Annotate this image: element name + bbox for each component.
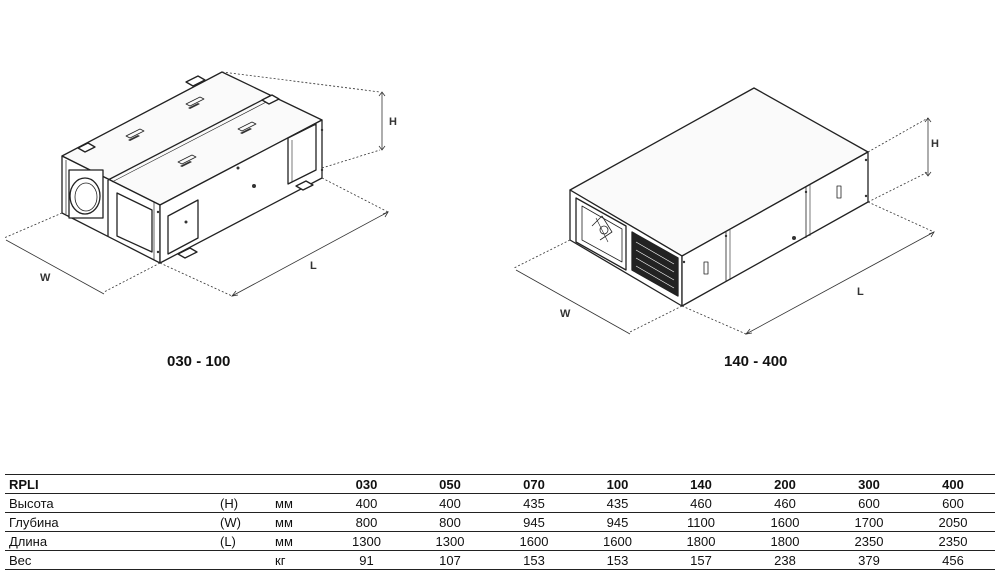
table-cell: 238 <box>743 550 827 570</box>
table-cell: 2350 <box>911 531 995 551</box>
table-cell: 600 <box>911 493 995 513</box>
table-cell: 945 <box>492 512 576 532</box>
table-cell: 945 <box>576 512 659 532</box>
dimensions-table: RPLI 030 050 070 100 140 200 300 400 Выс… <box>5 474 995 570</box>
table-cell: 800 <box>408 512 492 532</box>
table-cell: 1300 <box>408 531 492 551</box>
table-cell: 456 <box>911 550 995 570</box>
table-cell: 2050 <box>911 512 995 532</box>
table-cell: 91 <box>325 550 408 570</box>
table-cell: 460 <box>659 493 743 513</box>
table-cell: 153 <box>492 550 576 570</box>
table-cell: 400 <box>325 493 408 513</box>
row-label: Глубина <box>5 512 210 532</box>
row-code <box>210 550 265 570</box>
caption-small-units: 030 - 100 <box>167 353 231 370</box>
table-cell: 1600 <box>492 531 576 551</box>
dim-label-l-right: L <box>857 286 864 298</box>
row-code: (W) <box>210 512 265 532</box>
table-cell: 1800 <box>743 531 827 551</box>
dim-label-l-left: L <box>310 260 317 272</box>
row-label: Вес <box>5 550 210 570</box>
row-label: Длина <box>5 531 210 551</box>
dim-label-h-left: H <box>389 116 397 128</box>
row-unit: мм <box>265 531 325 551</box>
model-header: 050 <box>408 474 492 494</box>
dim-label-h-right: H <box>931 138 939 150</box>
table-cell: 2350 <box>827 531 911 551</box>
row-unit: мм <box>265 493 325 513</box>
table-row-length: Длина (L) мм 1300 1300 1600 1600 1800 18… <box>5 531 995 551</box>
model-header: 070 <box>492 474 576 494</box>
model-header: 030 <box>325 474 408 494</box>
technical-drawings: H W L <box>3 71 939 370</box>
model-header: 300 <box>827 474 911 494</box>
table-cell: 800 <box>325 512 408 532</box>
table-row-weight: Вес кг 91 107 153 153 157 238 379 456 <box>5 550 995 570</box>
unit-drawing-small <box>61 71 324 264</box>
model-header: 400 <box>911 474 995 494</box>
dim-label-w-right: W <box>560 308 571 320</box>
table-cell: 107 <box>408 550 492 570</box>
table-cell: 435 <box>576 493 659 513</box>
table-cell: 600 <box>827 493 911 513</box>
dimension-lines-large <box>513 117 935 335</box>
row-code: (L) <box>210 531 265 551</box>
table-cell: 1600 <box>743 512 827 532</box>
dim-label-w-left: W <box>40 272 51 284</box>
row-code: (H) <box>210 493 265 513</box>
caption-large-units: 140 - 400 <box>724 353 788 370</box>
table-cell: 1800 <box>659 531 743 551</box>
table-cell: 1300 <box>325 531 408 551</box>
table-row-depth: Глубина (W) мм 800 800 945 945 1100 1600… <box>5 512 995 532</box>
model-header: 100 <box>576 474 659 494</box>
row-label: Высота <box>5 493 210 513</box>
model-header: 140 <box>659 474 743 494</box>
row-unit: мм <box>265 512 325 532</box>
table-row-height: Высота (H) мм 400 400 435 435 460 460 60… <box>5 493 995 513</box>
table-cell: 153 <box>576 550 659 570</box>
table-cell: 400 <box>408 493 492 513</box>
table-cell: 157 <box>659 550 743 570</box>
table-header-row: RPLI 030 050 070 100 140 200 300 400 <box>5 474 995 494</box>
table-cell: 379 <box>827 550 911 570</box>
table-cell: 1700 <box>827 512 911 532</box>
table-cell: 460 <box>743 493 827 513</box>
table-cell: 435 <box>492 493 576 513</box>
table-cell: 1100 <box>659 512 743 532</box>
row-unit: кг <box>265 550 325 570</box>
dimension-lines-small <box>3 71 389 297</box>
drawings-svg: H W L <box>3 71 939 335</box>
unit-drawing-large <box>569 87 869 307</box>
table-cell: 1600 <box>576 531 659 551</box>
model-header: 200 <box>743 474 827 494</box>
table-title: RPLI <box>5 474 210 494</box>
